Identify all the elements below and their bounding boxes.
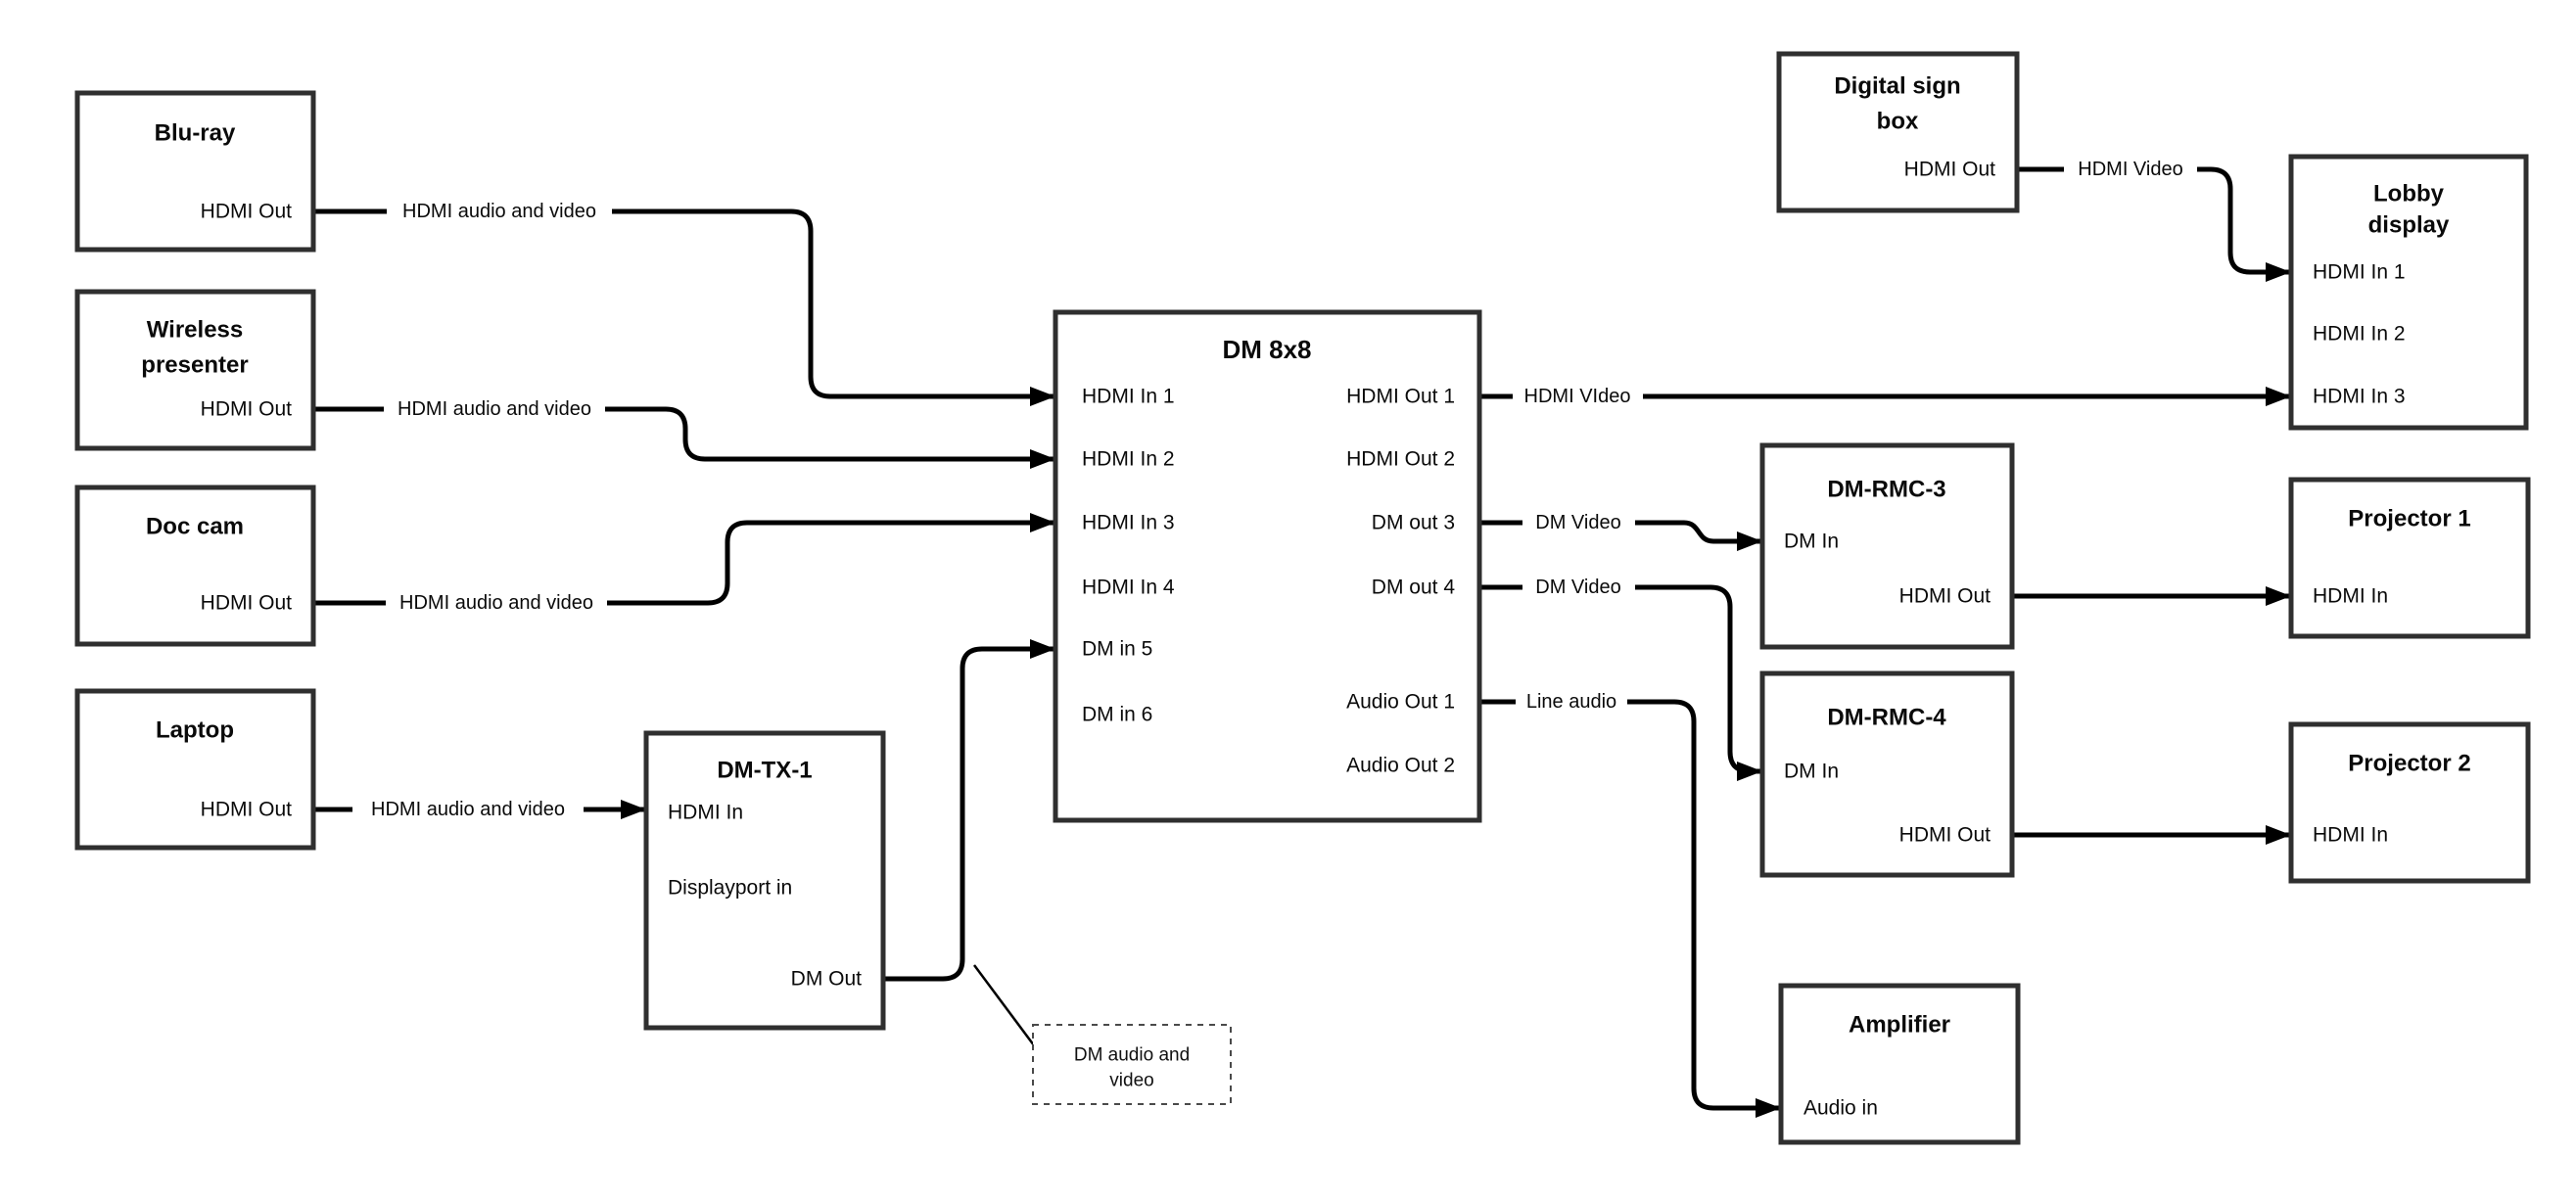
node-rmc3: DM-RMC-3 DM In HDMI Out	[1759, 442, 2015, 650]
node-dmtx1-box	[643, 730, 886, 1031]
port-rmc4-dm-in: DM In	[1784, 761, 1839, 783]
port-dm8x8-hdmi-in-3: HDMI In 3	[1082, 512, 1175, 534]
node-dmtx1-title: DM-TX-1	[717, 758, 812, 784]
node-rmc3-title: DM-RMC-3	[1827, 477, 1945, 503]
node-digital-sign-title-line1: Digital sign	[1834, 73, 1960, 100]
port-lobby-hdmi-in-3: HDMI In 3	[2313, 386, 2406, 408]
port-dm8x8-hdmi-in-2: HDMI In 2	[1082, 448, 1175, 471]
port-lobby-hdmi-in-1: HDMI In 1	[2313, 261, 2406, 284]
node-lobby-title-line2: display	[2368, 212, 2450, 239]
port-dmtx1-dm-out: DM Out	[791, 968, 863, 991]
port-rmc3-dm-in: DM In	[1784, 531, 1839, 553]
port-dm8x8-hdmi-out-1: HDMI Out 1	[1346, 386, 1455, 408]
node-proj1-box	[2288, 477, 2531, 639]
port-laptop-hdmi-out: HDMI Out	[201, 799, 293, 821]
node-bluray-title: Blu-ray	[155, 120, 236, 147]
edge-bluray-to-dm8x8	[313, 208, 1055, 396]
edge-label-hdmiout1-to-lobby: HDMI VIdeo	[1524, 386, 1631, 407]
node-proj2-title: Projector 2	[2348, 751, 2470, 777]
node-lobby-box	[2288, 154, 2529, 431]
node-amplifier: Amplifier Audio in	[1778, 983, 2021, 1145]
edge-sign-to-lobby	[2017, 166, 2291, 272]
node-doccam-title: Doc cam	[146, 514, 244, 540]
node-bluray: Blu-ray HDMI Out	[74, 90, 316, 253]
node-proj1-title: Projector 1	[2348, 506, 2470, 532]
node-proj2: Projector 2 HDMI In	[2288, 721, 2531, 884]
node-wireless-box	[74, 289, 316, 451]
node-doccam: Doc cam HDMI Out	[74, 485, 316, 647]
node-digital-sign-title-line2: box	[1877, 109, 1919, 135]
node-dm8x8-box	[1053, 309, 1482, 823]
port-dm8x8-hdmi-in-1: HDMI In 1	[1082, 386, 1175, 408]
port-dm8x8-audio-out-2: Audio Out 2	[1346, 755, 1455, 777]
port-rmc3-hdmi-out: HDMI Out	[1899, 585, 1991, 608]
edge-label-wireless-to-dm8x8: HDMI audio and video	[398, 398, 591, 420]
port-doccam-hdmi-out: HDMI Out	[201, 592, 293, 615]
edge-doccam-to-dm8x8	[313, 523, 1055, 606]
port-dm8x8-dm-in-5: DM in 5	[1082, 638, 1152, 661]
node-rmc3-box	[1759, 442, 2015, 650]
edge-label-laptop-to-dmtx1: HDMI audio and video	[371, 799, 565, 820]
edge-label-sign-to-lobby: HDMI Video	[2078, 159, 2182, 180]
edge-dmout4-to-rmc4	[1479, 584, 1762, 771]
node-wireless-title-line1: Wireless	[147, 317, 244, 344]
port-digital-sign-hdmi-out: HDMI Out	[1904, 159, 1996, 181]
annotation-dm-audio-video: DM audio and video	[1032, 1024, 1232, 1105]
annotation-text-line1: DM audio and	[1074, 1045, 1190, 1066]
port-amplifier-audio-in: Audio in	[1803, 1097, 1878, 1120]
edge-label-audioout1-to-amp: Line audio	[1526, 691, 1616, 713]
node-laptop-box	[74, 688, 316, 851]
port-dm8x8-dm-out-3: DM out 3	[1372, 512, 1455, 534]
node-doccam-box	[74, 485, 316, 647]
node-wireless-title-line2: presenter	[141, 352, 248, 379]
node-wireless-presenter: Wireless presenter HDMI Out	[74, 289, 316, 451]
node-dm8x8: DM 8x8 HDMI In 1 HDMI In 2 HDMI In 3 HDM…	[1053, 309, 1482, 823]
port-dm8x8-hdmi-out-2: HDMI Out 2	[1346, 448, 1455, 471]
node-dm8x8-title: DM 8x8	[1222, 335, 1311, 364]
edge-dmout3-to-rmc3	[1479, 523, 1762, 541]
edge-wireless-to-dm8x8	[313, 406, 1055, 459]
port-wireless-hdmi-out: HDMI Out	[201, 398, 293, 421]
port-bluray-hdmi-out: HDMI Out	[201, 201, 293, 223]
node-digital-sign-box	[1776, 51, 2020, 213]
port-dm8x8-dm-out-4: DM out 4	[1372, 577, 1456, 599]
port-dm8x8-hdmi-in-4: HDMI In 4	[1082, 577, 1175, 599]
node-rmc4: DM-RMC-4 DM In HDMI Out	[1759, 670, 2015, 878]
port-lobby-hdmi-in-2: HDMI In 2	[2313, 323, 2406, 346]
node-digital-sign: Digital sign box HDMI Out	[1776, 51, 2020, 213]
annotation-box	[1032, 1024, 1232, 1105]
edge-label-doccam-to-dm8x8: HDMI audio and video	[399, 592, 593, 614]
edges: HDMI audio and video HDMI audio and vide…	[313, 159, 2291, 1108]
port-proj2-hdmi-in: HDMI In	[2313, 824, 2388, 847]
node-proj2-box	[2288, 721, 2531, 884]
node-amplifier-title: Amplifier	[1849, 1012, 1950, 1039]
port-dm8x8-audio-out-1: Audio Out 1	[1346, 691, 1455, 714]
edge-label-dmout3-to-rmc3: DM Video	[1535, 512, 1620, 533]
node-rmc4-title: DM-RMC-4	[1827, 705, 1946, 731]
port-dm8x8-dm-in-6: DM in 6	[1082, 704, 1152, 726]
edge-audioout1-to-amp	[1479, 699, 1781, 1108]
node-proj1: Projector 1 HDMI In	[2288, 477, 2531, 639]
annotation-leader-line	[972, 964, 1036, 1046]
edge-label-dmout4-to-rmc4: DM Video	[1535, 577, 1620, 598]
node-lobby-title-line1: Lobby	[2373, 181, 2445, 208]
node-dmtx1: DM-TX-1 HDMI In Displayport in DM Out	[643, 730, 886, 1031]
port-dmtx1-displayport-in: Displayport in	[668, 877, 792, 900]
node-bluray-box	[74, 90, 316, 253]
port-proj1-hdmi-in: HDMI In	[2313, 585, 2388, 608]
node-laptop-title: Laptop	[156, 717, 234, 744]
edge-dmtx1-to-dm8x8	[883, 639, 1055, 982]
port-dmtx1-hdmi-in: HDMI In	[668, 802, 743, 824]
node-lobby-display: Lobby display HDMI In 1 HDMI In 2 HDMI I…	[2288, 154, 2529, 431]
edge-label-bluray-to-dm8x8: HDMI audio and video	[402, 201, 596, 222]
annotation-text-line2: video	[1109, 1071, 1153, 1091]
node-rmc4-box	[1759, 670, 2015, 878]
node-laptop: Laptop HDMI Out	[74, 688, 316, 851]
node-amplifier-box	[1778, 983, 2021, 1145]
port-rmc4-hdmi-out: HDMI Out	[1899, 824, 1991, 847]
